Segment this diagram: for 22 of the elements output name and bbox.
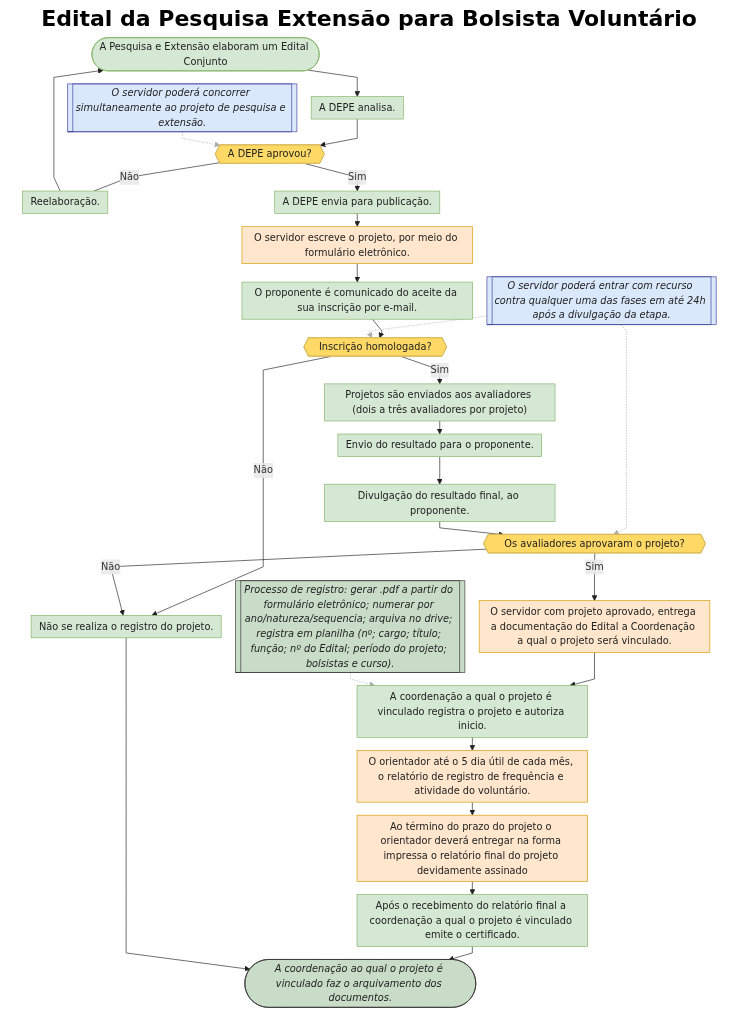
node-box: O proponente é comunicado do aceite da sua inscrição por e-mail.	[241, 281, 473, 320]
node-box: O orientador até o 5 dia útil de cada mês, o relatório de registro de frequência e atividade do voluntário.	[356, 750, 588, 803]
edge-label: Sim	[347, 171, 367, 183]
edge-label: Não	[253, 464, 273, 477]
connector	[93, 162, 220, 192]
node-box: A coordenação a qual o projeto é vinculado registra o projeto e autoriza inicio.	[356, 685, 588, 738]
node-box: Após o recebimento do relatório final a coordenação a qual o projeto é vinculado emite o certificado.	[356, 894, 588, 947]
node-box: Projetos são enviados aos avaliadores (dois a três avaliadores por projeto)	[323, 383, 555, 422]
edge-label: Não	[100, 560, 120, 573]
title: Edital da Pesquisa Extensão para Bolsista Voluntário	[40, 6, 698, 31]
node-box: A DEPE envia para publicação.	[273, 190, 440, 214]
node-box: Reelaboração.	[21, 190, 108, 214]
node-box: Divulgação do resultado final, ao proponente.	[323, 483, 555, 522]
node-box: Não se realiza o registro do projeto.	[30, 615, 222, 639]
node-box: Ao término do prazo do projeto o orientador deverá entregar na forma impressa o relatório final do projeto devidamente assinado	[356, 814, 588, 882]
node-box: O servidor com projeto aprovado, entrega a documentação do Edital a Coordenação a qual o projeto será vinculado.	[478, 600, 710, 653]
node-box: Envio do resultado para o proponente.	[337, 433, 542, 457]
edge-label: Sim	[584, 560, 604, 573]
edge-label: Sim	[430, 364, 449, 376]
edge-label: Não	[119, 171, 139, 183]
node-box: A DEPE analisa.	[310, 96, 404, 120]
node-box: O servidor escreve o projeto, por meio do formulário eletrônico.	[241, 226, 473, 264]
